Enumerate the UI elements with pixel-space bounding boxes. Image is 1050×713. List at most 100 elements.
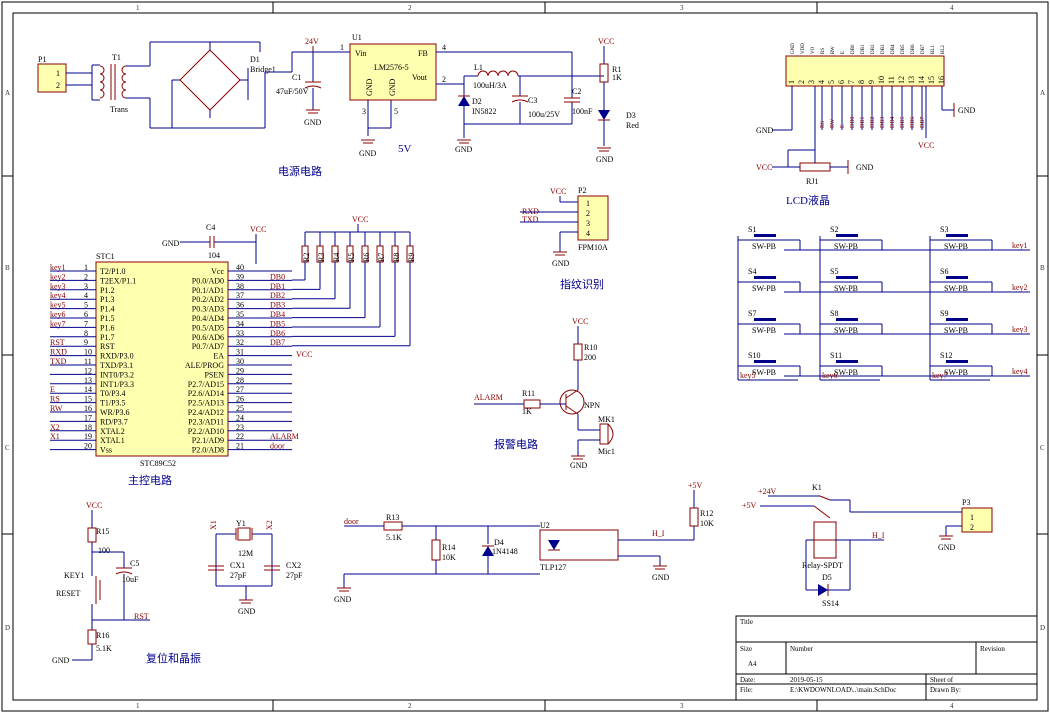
svg-text:4: 4 xyxy=(586,229,590,238)
push-button xyxy=(754,318,776,321)
svg-text:GND: GND xyxy=(938,543,956,552)
lcd-section-title: LCD液晶 xyxy=(786,193,830,207)
col-label: 1 xyxy=(136,4,140,12)
lcd-net-label: RS xyxy=(820,121,826,128)
pullup-label: R2 xyxy=(302,253,311,262)
mcu-pin-number: 20 xyxy=(84,442,92,451)
mcu-net-label: key6 xyxy=(50,310,66,319)
diode-d4 xyxy=(482,546,494,556)
lcd-pin-name: VDD xyxy=(801,43,806,54)
mcu-pin-number: 21 xyxy=(236,442,244,451)
mcu-pin-function: P0.6/AD6 xyxy=(192,333,224,342)
svg-text:10K: 10K xyxy=(700,519,714,528)
connector-p3 xyxy=(961,507,993,533)
svg-text:GND: GND xyxy=(238,607,256,616)
mcu-net-label: key4 xyxy=(50,291,66,300)
lcd-pin-number: 4 xyxy=(817,80,826,84)
svg-text:C2: C2 xyxy=(572,87,581,96)
push-button xyxy=(754,360,776,363)
key-type: SW-PB xyxy=(944,284,968,293)
svg-text:A4: A4 xyxy=(748,660,757,668)
mcu-pin-number: 37 xyxy=(236,291,244,300)
key-label: S4 xyxy=(748,267,756,276)
svg-text:H_I: H_I xyxy=(872,531,885,540)
mcu-pin-number: 29 xyxy=(236,366,244,375)
key-col-label: key5 xyxy=(740,371,756,380)
inductor-l1 xyxy=(477,70,519,77)
svg-text:D4: D4 xyxy=(494,538,504,547)
mcu-pin-function: RD/P3.7 xyxy=(100,417,128,426)
svg-text:+5V: +5V xyxy=(742,501,757,510)
lcd-pin-number: 14 xyxy=(917,76,926,84)
mcu-pin-function: P0.5/AD5 xyxy=(192,323,224,332)
mcu-pin-function: P2.2/AD10 xyxy=(188,427,224,436)
lcd-pin-name: DB1 xyxy=(861,44,866,54)
mcu-pin-function: INT0/P3.2 xyxy=(100,370,134,379)
key-type: SW-PB xyxy=(944,242,968,251)
svg-text:C1: C1 xyxy=(292,73,301,82)
mcu-chip xyxy=(95,261,229,457)
svg-text:GND: GND xyxy=(552,259,570,268)
svg-text:X2: X2 xyxy=(265,520,274,530)
svg-text:SS14: SS14 xyxy=(822,599,839,608)
lcd-pin-number: 13 xyxy=(907,76,916,84)
key-col-label: key7 xyxy=(932,371,948,380)
svg-text:100nF: 100nF xyxy=(572,107,593,116)
mcu-pin-number: 5 xyxy=(84,301,88,310)
svg-text:GND: GND xyxy=(596,155,614,164)
svg-text:GND: GND xyxy=(652,573,670,582)
optocoupler-u2 xyxy=(539,529,619,561)
mcu-pin-number: 1 xyxy=(84,263,88,272)
key-label: S2 xyxy=(830,225,838,234)
key-type: SW-PB xyxy=(752,242,776,251)
col-label: 3 xyxy=(680,702,684,710)
pullup-label: R5 xyxy=(347,253,356,262)
push-button xyxy=(754,276,776,279)
row-label: B xyxy=(1040,264,1045,272)
key-label: S7 xyxy=(748,309,756,318)
regulator-u1 xyxy=(349,43,437,101)
svg-text:CX2: CX2 xyxy=(286,561,301,570)
mcu-pin-number: 2 xyxy=(84,272,88,281)
mcu-pin-function: P1.4 xyxy=(100,305,114,314)
key-type: SW-PB xyxy=(752,284,776,293)
svg-text:ALARM: ALARM xyxy=(474,393,503,402)
lcd-pin-name: DB5 xyxy=(901,44,906,54)
push-button xyxy=(836,234,858,237)
svg-text:Bridge1: Bridge1 xyxy=(250,65,276,74)
mcu-net-label: key5 xyxy=(50,301,66,310)
svg-text:KEY1: KEY1 xyxy=(64,571,84,580)
lcd-pin-name: GND xyxy=(791,43,796,54)
mcu-pin-function: P0.3/AD3 xyxy=(192,305,224,314)
svg-text:VCC: VCC xyxy=(918,141,934,150)
svg-text:GND: GND xyxy=(359,149,377,158)
svg-text:47uF/50V: 47uF/50V xyxy=(276,87,309,96)
key-row-label: key1 xyxy=(1012,241,1028,250)
lcd-net-label: DB4 xyxy=(890,117,896,128)
lcd-pin-number: 9 xyxy=(867,80,876,84)
mcu-pin-number: 28 xyxy=(236,376,244,385)
mcu-pin-number: 14 xyxy=(84,385,92,394)
svg-text:GND: GND xyxy=(365,78,374,96)
svg-text:1: 1 xyxy=(340,43,344,52)
key-label: S10 xyxy=(748,351,760,360)
mcu-net-label: RXD xyxy=(50,348,67,357)
key-label: S12 xyxy=(940,351,952,360)
mcu-net-label: RS xyxy=(50,395,60,404)
svg-text:STC89C52: STC89C52 xyxy=(140,459,176,468)
mcu-pin-function: P2.5/AD13 xyxy=(188,399,224,408)
key-label: S1 xyxy=(748,225,756,234)
svg-text:2019-05-15: 2019-05-15 xyxy=(790,676,823,684)
svg-text:TXD: TXD xyxy=(522,215,539,224)
svg-text:Title: Title xyxy=(740,618,753,626)
lcd-net-label: DB3 xyxy=(880,117,886,128)
mcu-net-label: DB5 xyxy=(270,319,285,328)
relay-switch xyxy=(813,505,831,519)
power-section-title: 电源电路 xyxy=(278,164,322,178)
col-label: 4 xyxy=(950,702,954,710)
svg-text:1K: 1K xyxy=(522,407,532,416)
key-type: SW-PB xyxy=(834,326,858,335)
mcu-net-label: key1 xyxy=(50,263,66,272)
key-label: S9 xyxy=(940,309,948,318)
